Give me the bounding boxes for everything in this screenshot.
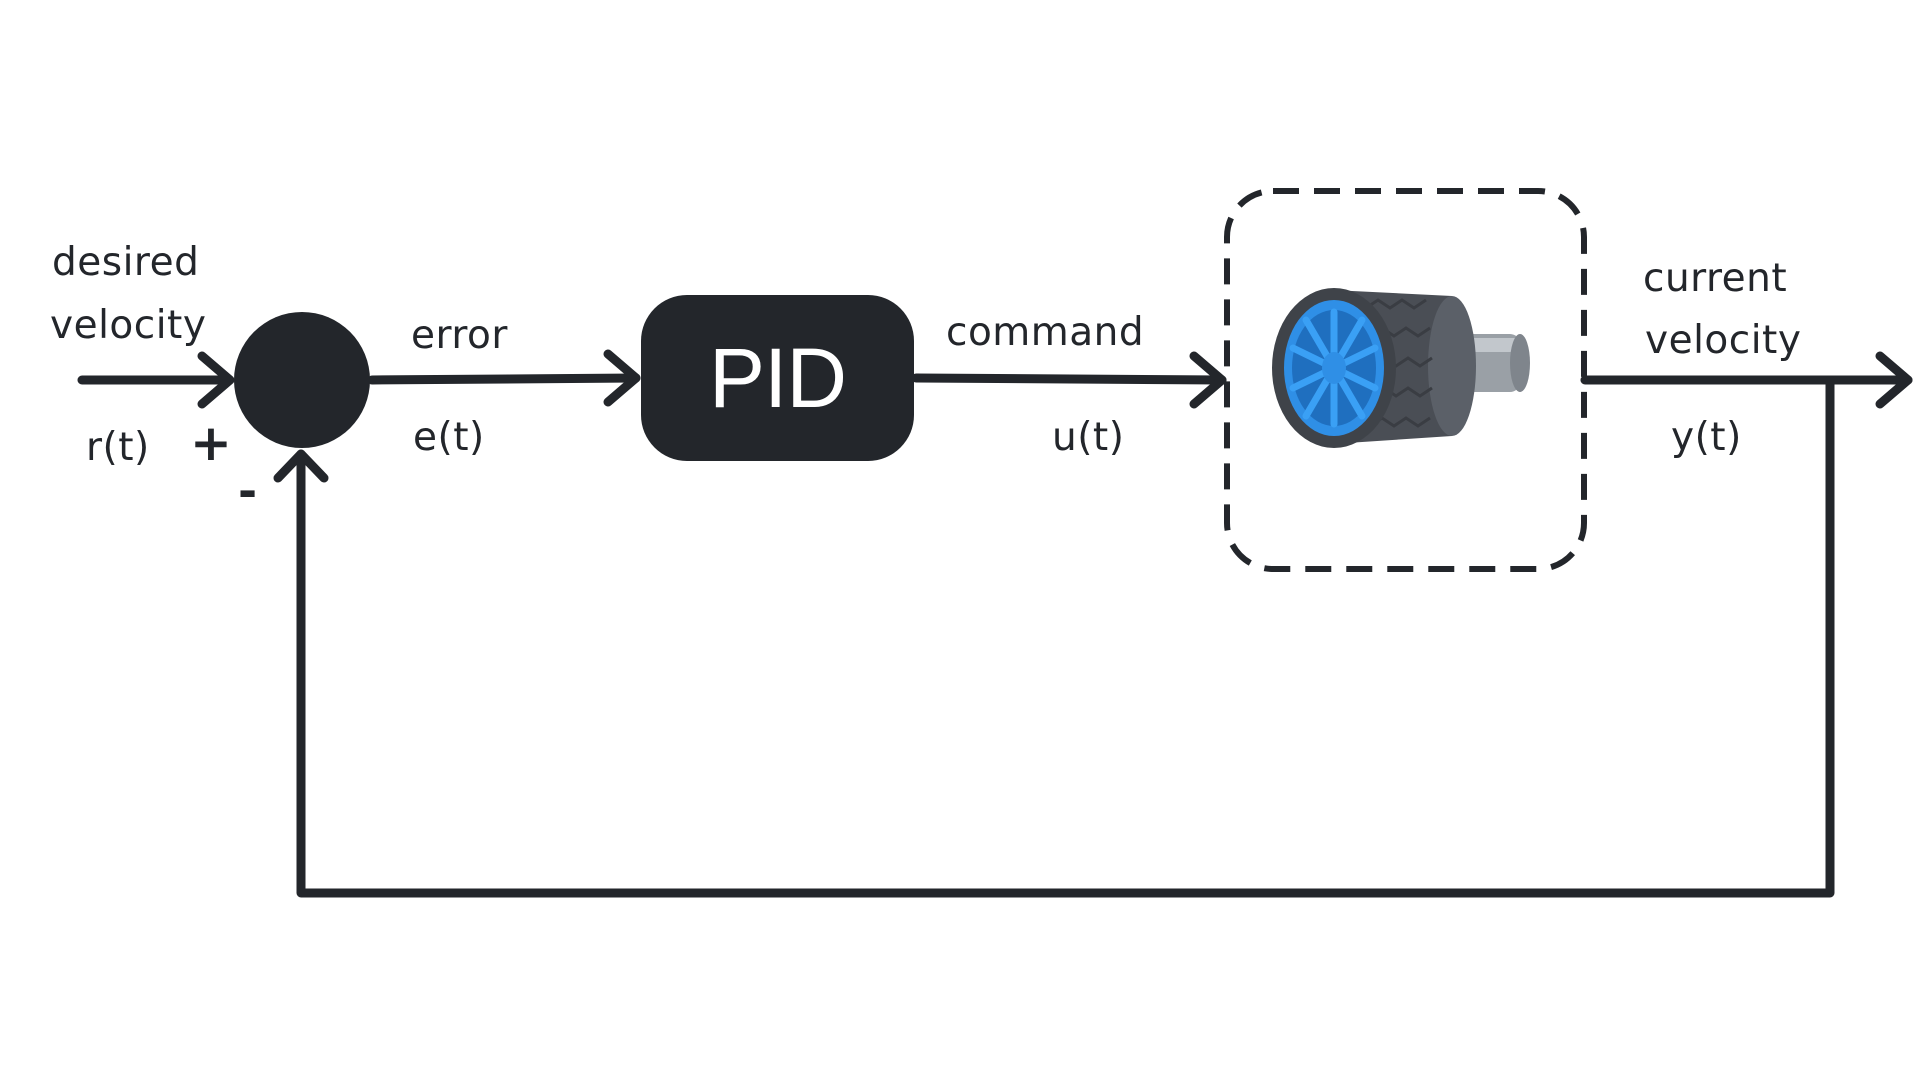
plus-sign: + (190, 414, 232, 472)
input-label-desired: desired (52, 240, 200, 285)
motor-wheel-icon (1272, 288, 1530, 448)
pid-controller-block: PID (641, 295, 914, 461)
output-arrowhead (1875, 351, 1913, 409)
output-label-current: current (1643, 256, 1788, 301)
output-label-velocity: velocity (1645, 318, 1802, 363)
command-arrow-line (911, 373, 1227, 385)
command-signal-u: u(t) (1052, 415, 1125, 460)
plant-dashed-box (1224, 188, 1587, 572)
summing-junction (234, 312, 370, 448)
error-arrowhead (603, 349, 641, 407)
minus-sign: - (238, 464, 258, 518)
command-arrowhead (1189, 351, 1227, 409)
command-label: command (946, 310, 1145, 355)
error-label: error (411, 313, 508, 358)
input-label-velocity: velocity (50, 303, 207, 348)
feedback-line (296, 375, 1835, 898)
pid-label: PID (708, 330, 847, 425)
input-signal-r: r(t) (86, 425, 150, 470)
input-arrowhead (197, 351, 235, 409)
error-arrow-line (367, 373, 641, 385)
feedback-arrowhead (273, 449, 329, 483)
error-signal-e: e(t) (413, 415, 485, 460)
output-signal-y: y(t) (1671, 415, 1742, 460)
